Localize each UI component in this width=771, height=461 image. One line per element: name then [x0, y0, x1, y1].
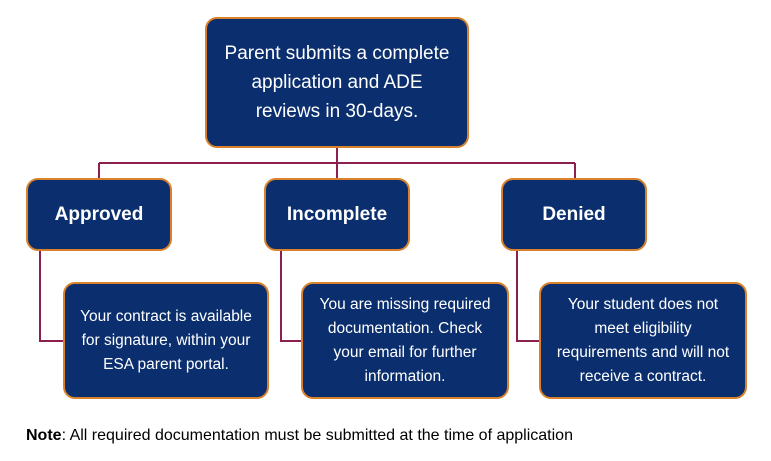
root-node: Parent submits a complete application an…	[205, 17, 469, 148]
footnote-text: : All required documentation must be sub…	[61, 427, 573, 444]
root-node-text: Parent submits a complete application an…	[224, 43, 450, 122]
denied-detail-node: Your student does not meet eligibility r…	[539, 282, 747, 399]
footnote: Note: All required documentation must be…	[26, 427, 573, 445]
incomplete-node: Incomplete	[264, 178, 410, 251]
approved-node: Approved	[26, 178, 172, 251]
incomplete-detail-text: You are missing required documentation. …	[319, 295, 491, 385]
incomplete-label: Incomplete	[286, 203, 388, 225]
approved-detail-node: Your contract is available for signature…	[63, 282, 269, 399]
denied-label: Denied	[542, 203, 606, 225]
approved-detail-text: Your contract is available for signature…	[80, 307, 252, 373]
denied-node: Denied	[501, 178, 647, 251]
denied-detail-text: Your student does not meet eligibility r…	[556, 295, 730, 385]
footnote-label: Note	[26, 427, 62, 444]
incomplete-detail-node: You are missing required documentation. …	[301, 282, 509, 399]
approved-label: Approved	[54, 203, 144, 225]
